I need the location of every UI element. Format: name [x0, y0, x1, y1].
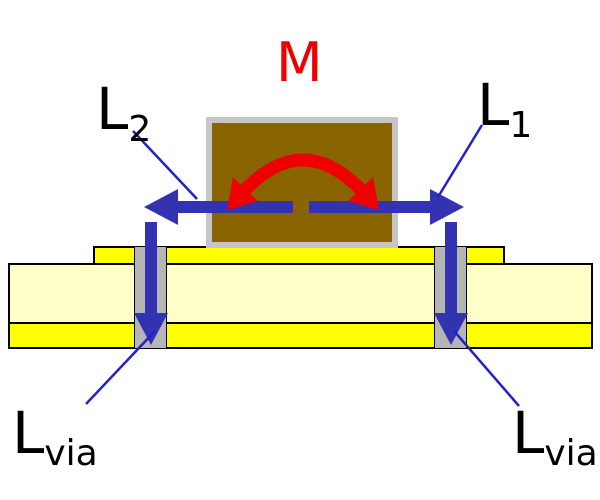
l1-pointer-line: [436, 124, 484, 198]
via-left-current-arrow: [134, 222, 168, 345]
label-lvia-right: Lvia: [512, 404, 598, 472]
mutual-arc: [238, 153, 368, 197]
lvia-left-pointer-line: [85, 330, 156, 405]
label-lvia-left-base: L: [12, 399, 45, 467]
label-lvia-left: Lvia: [12, 404, 98, 472]
label-l1: L1: [477, 76, 532, 144]
mutual-arc-head-right: [348, 177, 379, 210]
label-mutual-inductance: M: [276, 31, 323, 94]
via-right-current-arrow: [434, 222, 468, 345]
label-l1-sub: 1: [509, 105, 533, 146]
mutual-arc-head-left: [227, 177, 258, 210]
via-right-arrow-head: [434, 313, 468, 345]
label-l1-base: L: [477, 71, 510, 139]
label-l2-base: L: [96, 75, 129, 143]
l2-pointer-line: [132, 130, 198, 200]
l1-arrow-head: [430, 189, 464, 225]
component-body: [206, 117, 398, 248]
label-lvia-right-sub: via: [544, 433, 598, 474]
label-l2-sub: 2: [128, 109, 152, 150]
bottom-copper-layer: [8, 322, 593, 349]
label-lvia-left-sub: via: [44, 433, 98, 474]
label-lvia-right-base: L: [512, 399, 545, 467]
pcb-core: [8, 263, 593, 324]
mutual-coupling-arrow: [227, 153, 379, 210]
lvia-right-pointer-line: [453, 330, 520, 407]
l2-current-arrow: [144, 189, 293, 225]
l2-arrow-head: [144, 189, 178, 225]
via-left-arrow-head: [134, 313, 168, 345]
label-l2: L2: [96, 80, 151, 148]
